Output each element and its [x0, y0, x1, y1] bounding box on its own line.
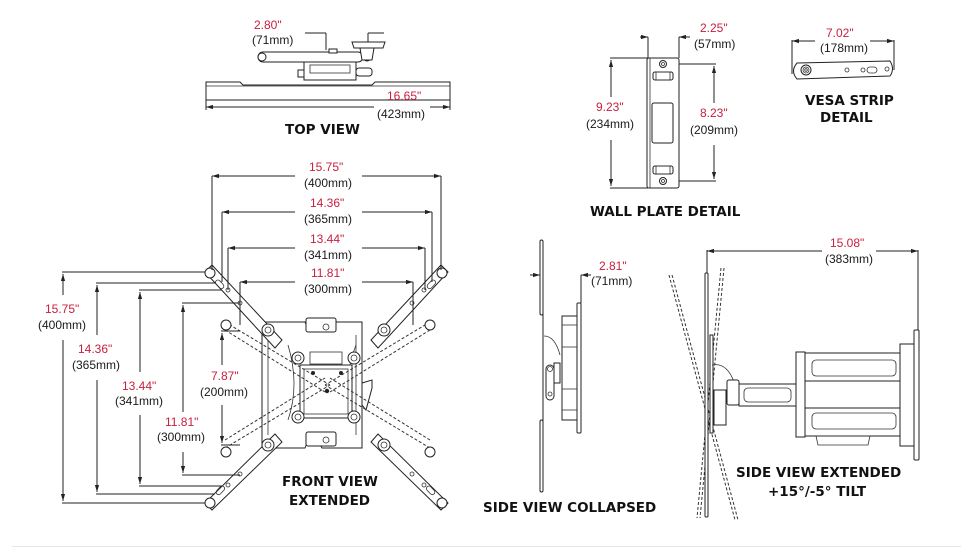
- side-collapsed-depth-mm: (71mm): [591, 274, 632, 288]
- side-view-collapsed: 2.81" (71mm) SIDE VIEW COLLAPSED: [483, 239, 656, 516]
- vesa-strip-drawing: [793, 60, 893, 80]
- side-extended-depth-inches: 15.08": [830, 236, 864, 250]
- wall-plate-detail: 2.25" (57mm) 9.23" (234mm) 8.23" (209mm)…: [586, 21, 741, 220]
- front-height-5-mm: (200mm): [200, 385, 248, 399]
- hub-bolts: [291, 351, 361, 424]
- top-view-offset-inches: 2.80": [254, 18, 282, 32]
- top-view-width-inches: 16.65": [387, 89, 421, 103]
- front-height-1-inches: 15.75": [45, 302, 79, 316]
- wall-plate-depth-mm: (57mm): [694, 37, 735, 51]
- wall-plate-hole-spacing-inches: 8.23": [700, 106, 728, 120]
- front-height-4-mm: (300mm): [157, 430, 205, 444]
- front-height-5-inches: 7.87": [211, 369, 239, 383]
- front-height-1-mm: (400mm): [38, 318, 86, 332]
- side-collapsed-drawing: [539, 239, 582, 493]
- side-extended-drawing: [668, 267, 920, 521]
- wall-plate-drawing: [646, 57, 680, 189]
- top-view-drawing: [205, 41, 451, 101]
- side-collapsed-depth-inches: 2.81": [599, 259, 627, 273]
- bottom-divider: [12, 546, 961, 547]
- side-extended-depth-mm: (383mm): [825, 252, 873, 266]
- front-view-label-line2: EXTENDED: [289, 493, 370, 509]
- vesa-strip-length-inches: 7.02": [826, 26, 854, 40]
- front-width-3-inches: 13.44": [310, 232, 344, 246]
- front-width-2-inches: 14.36": [310, 196, 344, 210]
- front-view-extended: 15.75" (400mm) 14.36" (365mm) 13.44" (34…: [38, 160, 449, 511]
- side-extended-label-line1: SIDE VIEW EXTENDED: [736, 465, 901, 481]
- upper-left-arm: [204, 264, 283, 349]
- wall-plate-height-mm: (234mm): [586, 117, 634, 131]
- side-collapsed-label: SIDE VIEW COLLAPSED: [483, 500, 656, 516]
- front-height-2-mm: (365mm): [72, 358, 120, 372]
- wall-plate-height-inches: 9.23": [596, 100, 624, 114]
- front-view-label-line1: FRONT VIEW: [282, 474, 378, 490]
- upper-right-arm: [370, 264, 449, 349]
- front-width-1-mm: (400mm): [304, 176, 352, 190]
- vesa-strip-label-line1: VESA STRIP: [805, 93, 894, 109]
- lower-right-arm: [370, 433, 449, 511]
- front-height-3-inches: 13.44": [122, 379, 156, 393]
- side-extended-label-line2: +15°/-5° TILT: [768, 484, 867, 500]
- front-height-2-inches: 14.36": [78, 342, 112, 356]
- front-view-drawing: [204, 264, 449, 511]
- front-vertical-dims: 15.75" (400mm) 14.36" (365mm) 13.44" (34…: [38, 271, 248, 504]
- front-width-4-inches: 11.81": [311, 266, 344, 280]
- top-view-width-mm: (423mm): [377, 107, 425, 121]
- top-view: 2.80" (71mm) 16.65" (423mm) TOP VIEW: [205, 18, 451, 138]
- lower-left-arm: [204, 433, 283, 511]
- front-width-3-mm: (341mm): [304, 248, 352, 262]
- wall-plate-hole-spacing-mm: (209mm): [690, 123, 738, 137]
- wall-plate-label: WALL PLATE DETAIL: [590, 204, 741, 220]
- vesa-strip-length-mm: (178mm): [820, 41, 868, 55]
- side-view-extended: 15.08" (383mm) SIDE VIEW EXTENDED +15°/-…: [668, 236, 920, 521]
- front-width-2-mm: (365mm): [304, 212, 352, 226]
- top-view-label: TOP VIEW: [285, 122, 360, 138]
- front-width-1-inches: 15.75": [309, 160, 343, 174]
- vesa-strip-label-line2: DETAIL: [820, 110, 873, 126]
- vesa-strip-detail: 7.02" (178mm) VESA STRIP DETAIL: [791, 26, 895, 126]
- front-height-4-inches: 11.81": [165, 415, 198, 429]
- front-height-3-mm: (341mm): [115, 394, 163, 408]
- front-width-4-mm: (300mm): [304, 282, 352, 296]
- front-horizontal-dims: 15.75" (400mm) 14.36" (365mm) 13.44" (34…: [211, 160, 442, 325]
- wall-plate-depth-inches: 2.25": [700, 21, 728, 35]
- top-view-offset-mm: (71mm): [252, 33, 293, 47]
